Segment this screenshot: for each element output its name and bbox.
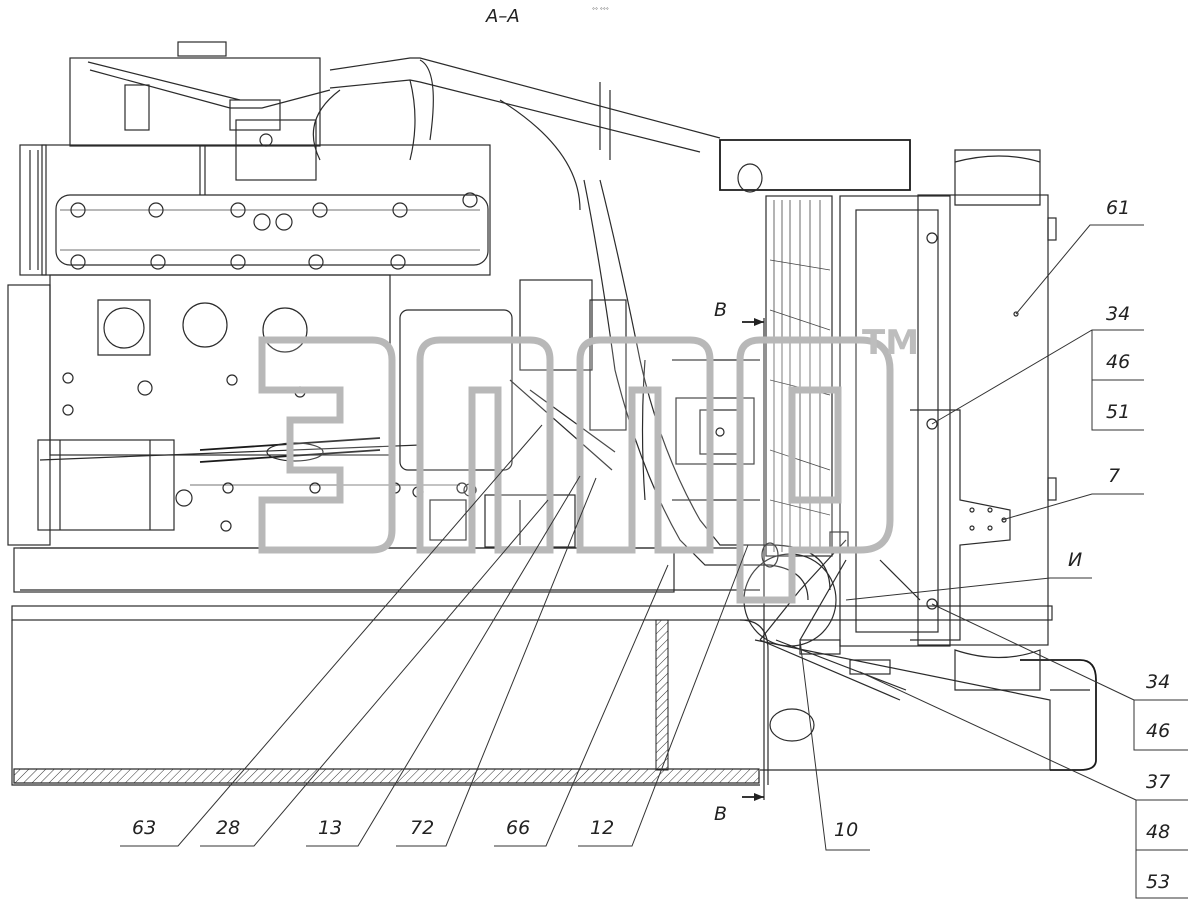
intake-manifold (69, 41, 331, 195)
watermark-logo: TM (258, 323, 919, 604)
callout-28: 28 (216, 817, 240, 839)
callout-37: 37 (1146, 771, 1170, 793)
callout-63: 63 (132, 817, 156, 839)
callout-10: 10 (834, 819, 858, 841)
callout-53: 53 (1146, 871, 1170, 893)
support-bracket (743, 531, 921, 701)
callout-48: 48 (1146, 821, 1170, 843)
expansion-tank (910, 149, 1057, 691)
lower-coolant-hose (583, 179, 831, 601)
callout-13: 13 (318, 817, 342, 839)
fan (641, 359, 760, 501)
callout-61: 61 (1106, 197, 1130, 219)
section-title: A–A (485, 6, 520, 27)
small-mark: °° °°° (592, 7, 609, 14)
callout-7: 7 (1108, 465, 1120, 487)
callout-51: 51 (1106, 401, 1130, 423)
leader-lines (799, 224, 1188, 899)
callout-66: 66 (506, 817, 530, 839)
callout-34-lower: 34 (1146, 671, 1170, 693)
svg-text:B: B (714, 299, 727, 321)
chassis-frame (11, 547, 1097, 786)
callout-46-lower: 46 (1146, 720, 1170, 742)
callout-labels: 61 34 46 51 7 И 34 46 37 48 53 63 28 13 … (132, 197, 1170, 893)
callout-12: 12 (590, 817, 614, 839)
callout-detail-mark: И (1068, 549, 1082, 571)
section-mark-top: B (714, 299, 765, 800)
section-mark-bottom: B (714, 793, 764, 825)
watermark-tm: TM (862, 323, 919, 363)
callout-72: 72 (410, 817, 434, 839)
leader-lines-bottom (120, 424, 749, 847)
callout-34-upper: 34 (1106, 303, 1130, 325)
callout-46-upper: 46 (1106, 351, 1130, 373)
svg-text:B: B (714, 803, 727, 825)
upper-coolant-hose (312, 57, 911, 211)
